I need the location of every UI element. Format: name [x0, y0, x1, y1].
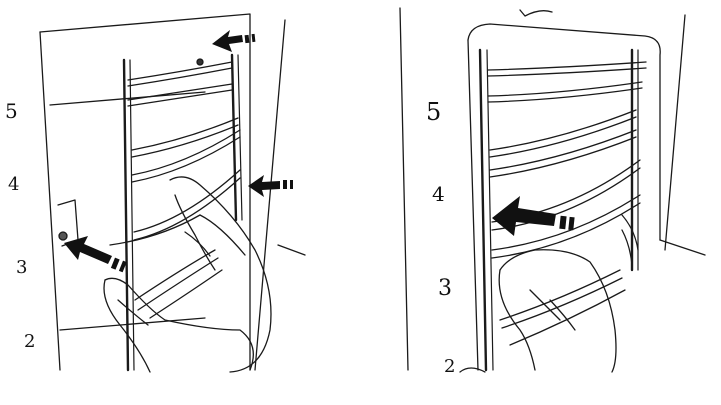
arrow-top-left — [212, 30, 243, 52]
oven-door-frame — [467, 23, 661, 241]
arrow-mid-right — [248, 175, 280, 197]
right-panel-svg: 5 4 3 2 — [399, 7, 706, 377]
right-panel-illustration: 5 4 3 2 — [360, 0, 721, 405]
level-label-5: 5 — [5, 99, 18, 123]
hand-right — [499, 249, 617, 373]
oven-wall-edge — [39, 31, 61, 371]
left-arrows — [64, 30, 293, 273]
arrow-bottom-left — [64, 236, 112, 264]
level-label-3: 3 — [16, 257, 27, 278]
right-arrows — [492, 196, 575, 236]
level-label-4: 4 — [8, 174, 19, 195]
left-panel-illustration: 5 4 3 2 — [0, 0, 360, 405]
level-label-4: 4 — [432, 182, 445, 206]
oven-wall-left — [39, 13, 251, 371]
level-label-3: 3 — [438, 276, 452, 301]
level-label-2: 2 — [24, 331, 35, 352]
level-label-2: 2 — [444, 356, 455, 377]
arrow-center — [492, 196, 556, 236]
rack-shelves-left — [109, 61, 241, 319]
left-panel-svg: 5 4 3 2 — [5, 13, 306, 373]
hand-lower — [104, 277, 254, 371]
level-label-5: 5 — [426, 98, 441, 126]
hand-upper — [169, 176, 272, 373]
